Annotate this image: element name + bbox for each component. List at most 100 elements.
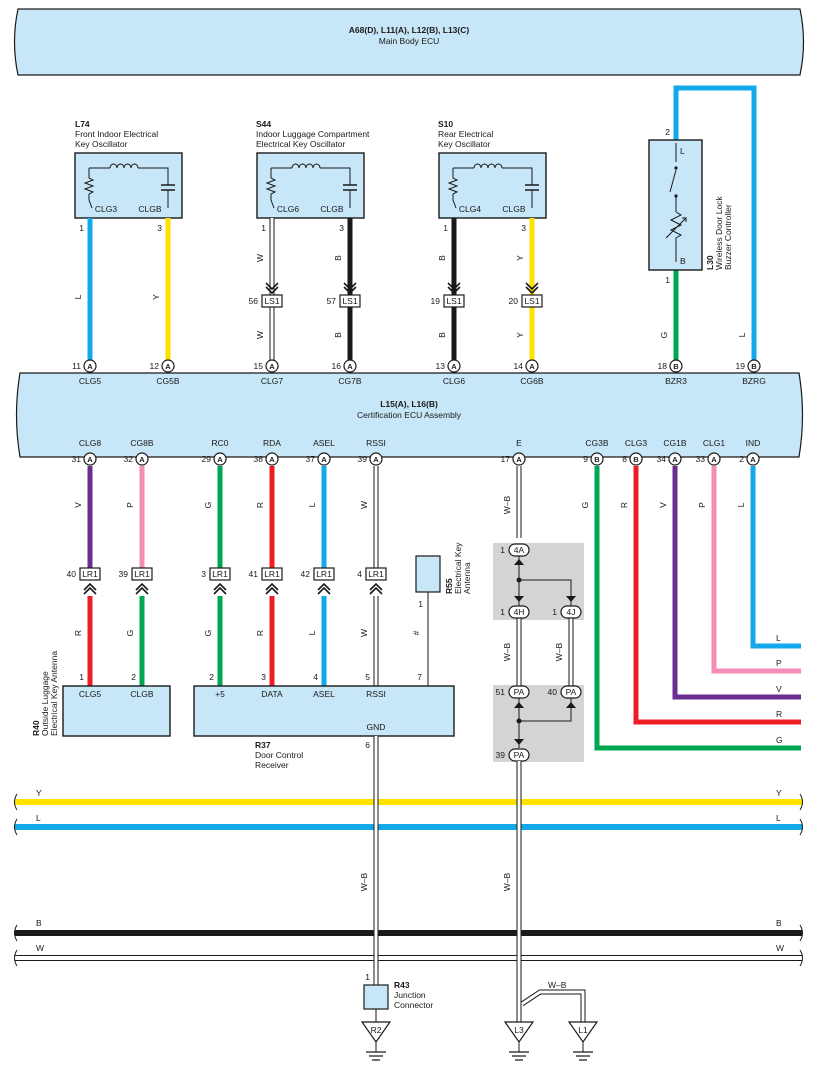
svg-text:3: 3 [157,223,162,233]
ecu-pin-number: 33 [696,454,706,464]
ecu-pin-name: CG8B [130,438,153,448]
ecu-pin-letter: A [139,455,145,464]
wire-code: L [307,630,317,635]
ecu-pin-letter: A [321,455,327,464]
capacitor-symbol [161,184,175,191]
junction-pa: PA [566,687,577,697]
bus-code: L [776,813,781,823]
wire-code: B [333,332,343,338]
wire-code: P [697,502,707,508]
junction-4h: 4H [514,607,525,617]
wire-code: # [411,630,421,635]
ecu-pin-letter: A [516,455,522,464]
ecu-pin-name: CG1B [663,438,686,448]
svg-text:3: 3 [339,223,344,233]
lr1-connector: LR1 42 [301,567,335,595]
r55-id: R55 [444,578,454,594]
lr1-connector: LR1 40 [67,567,101,595]
s44-line1: Indoor Luggage Compartment [256,129,370,139]
ls1-pin: 57 [327,296,337,306]
ls1-pin: 20 [509,296,519,306]
svg-text:3: 3 [521,223,526,233]
lr1-pin: 41 [249,569,259,579]
ground-r2-icon: R2 [360,1021,392,1061]
wire-code: W–B [502,495,512,514]
r40-line2: Electrical Key Antenna [49,651,59,736]
ecu-pin-name: RC0 [211,438,228,448]
junction-blocks: W–B W–B 4A 1 4H 1 4J 1 PA 51 PA 40 PA 39 [493,543,584,762]
ecu-pin-name: CLG7 [261,376,283,386]
bus-code: W [36,943,44,953]
wire-code: L [73,294,83,299]
s44-line2: Electrical Key Oscillator [256,139,345,149]
ecu-pin-name: CG6B [520,376,543,386]
wire-code: R [776,709,782,719]
wire-code: R [255,502,265,508]
r43-pin: 1 [365,972,370,982]
oscillator-s10: CLG4 CLGB [438,152,547,219]
wire-code: W [359,629,369,637]
r37-line1: Door Control [255,750,303,760]
wire-code: L [776,633,781,643]
wire-code: B [333,255,343,261]
lr1-label: LR1 [82,569,98,579]
wire-code: G [203,502,213,509]
r37-pin: 3 [261,672,266,682]
lr1-label: LR1 [368,569,384,579]
ecu-pin-circle [590,452,604,466]
ls1-pin: 19 [431,296,441,306]
ecu-pin-letter: A [217,455,223,464]
ecu-pin-circle [343,359,357,373]
svg-text:1: 1 [261,223,266,233]
wire-code: R [619,502,629,508]
r37-pin: 5 [365,672,370,682]
r40-label: CLGB [130,689,153,699]
r43-junction: 1 R43 Junction Connector [363,972,433,1022]
ecu-pin-letter: A [165,362,171,371]
ecu-pin-name: CLG1 [703,438,725,448]
ground-label: R2 [371,1025,382,1035]
s10-line2: Key Oscillator [438,139,491,149]
capacitor-symbol [343,184,357,191]
ecu-pin-circle [629,452,643,466]
bottom-wire-codes: V P G R L W W–B G R V P L [73,495,746,514]
junction-pin: 40 [548,687,558,697]
main-body-ecu-name: Main Body ECU [379,36,439,46]
wire-code: B [437,255,447,261]
junction-pin: 39 [496,750,506,760]
wire-code: L [736,502,746,507]
ecu-pin-number: 2 [739,454,744,464]
ecu-pin-letter: A [711,455,717,464]
r43-line2: Connector [394,1000,433,1010]
ecu-pin-name: E [516,438,522,448]
r37-gnd-pin: 6 [365,740,370,750]
ecu-pin-circle [265,452,279,466]
junction-pa: PA [514,687,525,697]
ecu-pin-letter: A [347,362,353,371]
oscillator-l74: CLG3 CLGB [74,152,183,219]
ecu-pin-circle [317,452,331,466]
l74-label-left: CLG3 [95,204,117,214]
r37-label: DATA [261,689,283,699]
ecu-pin-number: 12 [150,361,160,371]
certification-ecu: L15(A), L16(B) Certification ECU Assembl… [15,372,804,458]
wire-code: R [73,630,83,636]
ecu-pin-name: RDA [263,438,281,448]
main-body-ecu: A68(D), L11(A), L12(B), L13(C) Main Body… [13,8,805,76]
wire-code: V [658,502,668,508]
oscillator-captions: L74 Front Indoor Electrical Key Oscillat… [75,119,493,149]
s10-line1: Rear Electrical [438,129,493,139]
r40-id: R40 [31,720,41,736]
ecu-pin-letter: A [750,455,756,464]
ecu-top-pins: A11CLG5A12CG5BA15CLG7A16CG7BA13CLG6A14CG… [72,359,766,386]
ecu-pin-letter: A [529,362,535,371]
bus-code: Y [36,788,42,798]
lr1-connector: LR1 4 [357,567,387,595]
